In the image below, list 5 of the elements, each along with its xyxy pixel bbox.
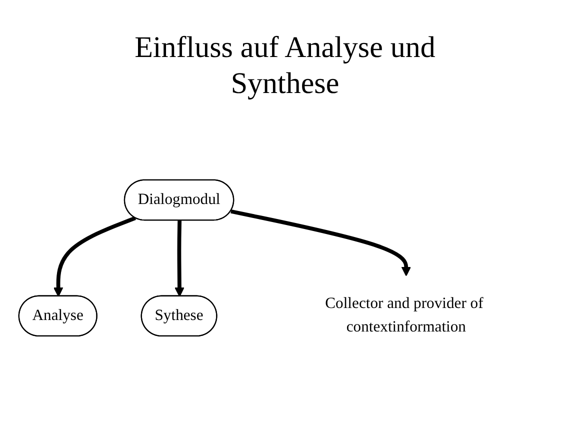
arrow	[174, 220, 184, 297]
arrow	[53, 216, 136, 297]
node-text: Collector and provider of contextinformation	[325, 296, 484, 336]
title: Einfluss auf Analyse und Synthese	[134, 30, 436, 102]
arrow	[230, 209, 412, 276]
